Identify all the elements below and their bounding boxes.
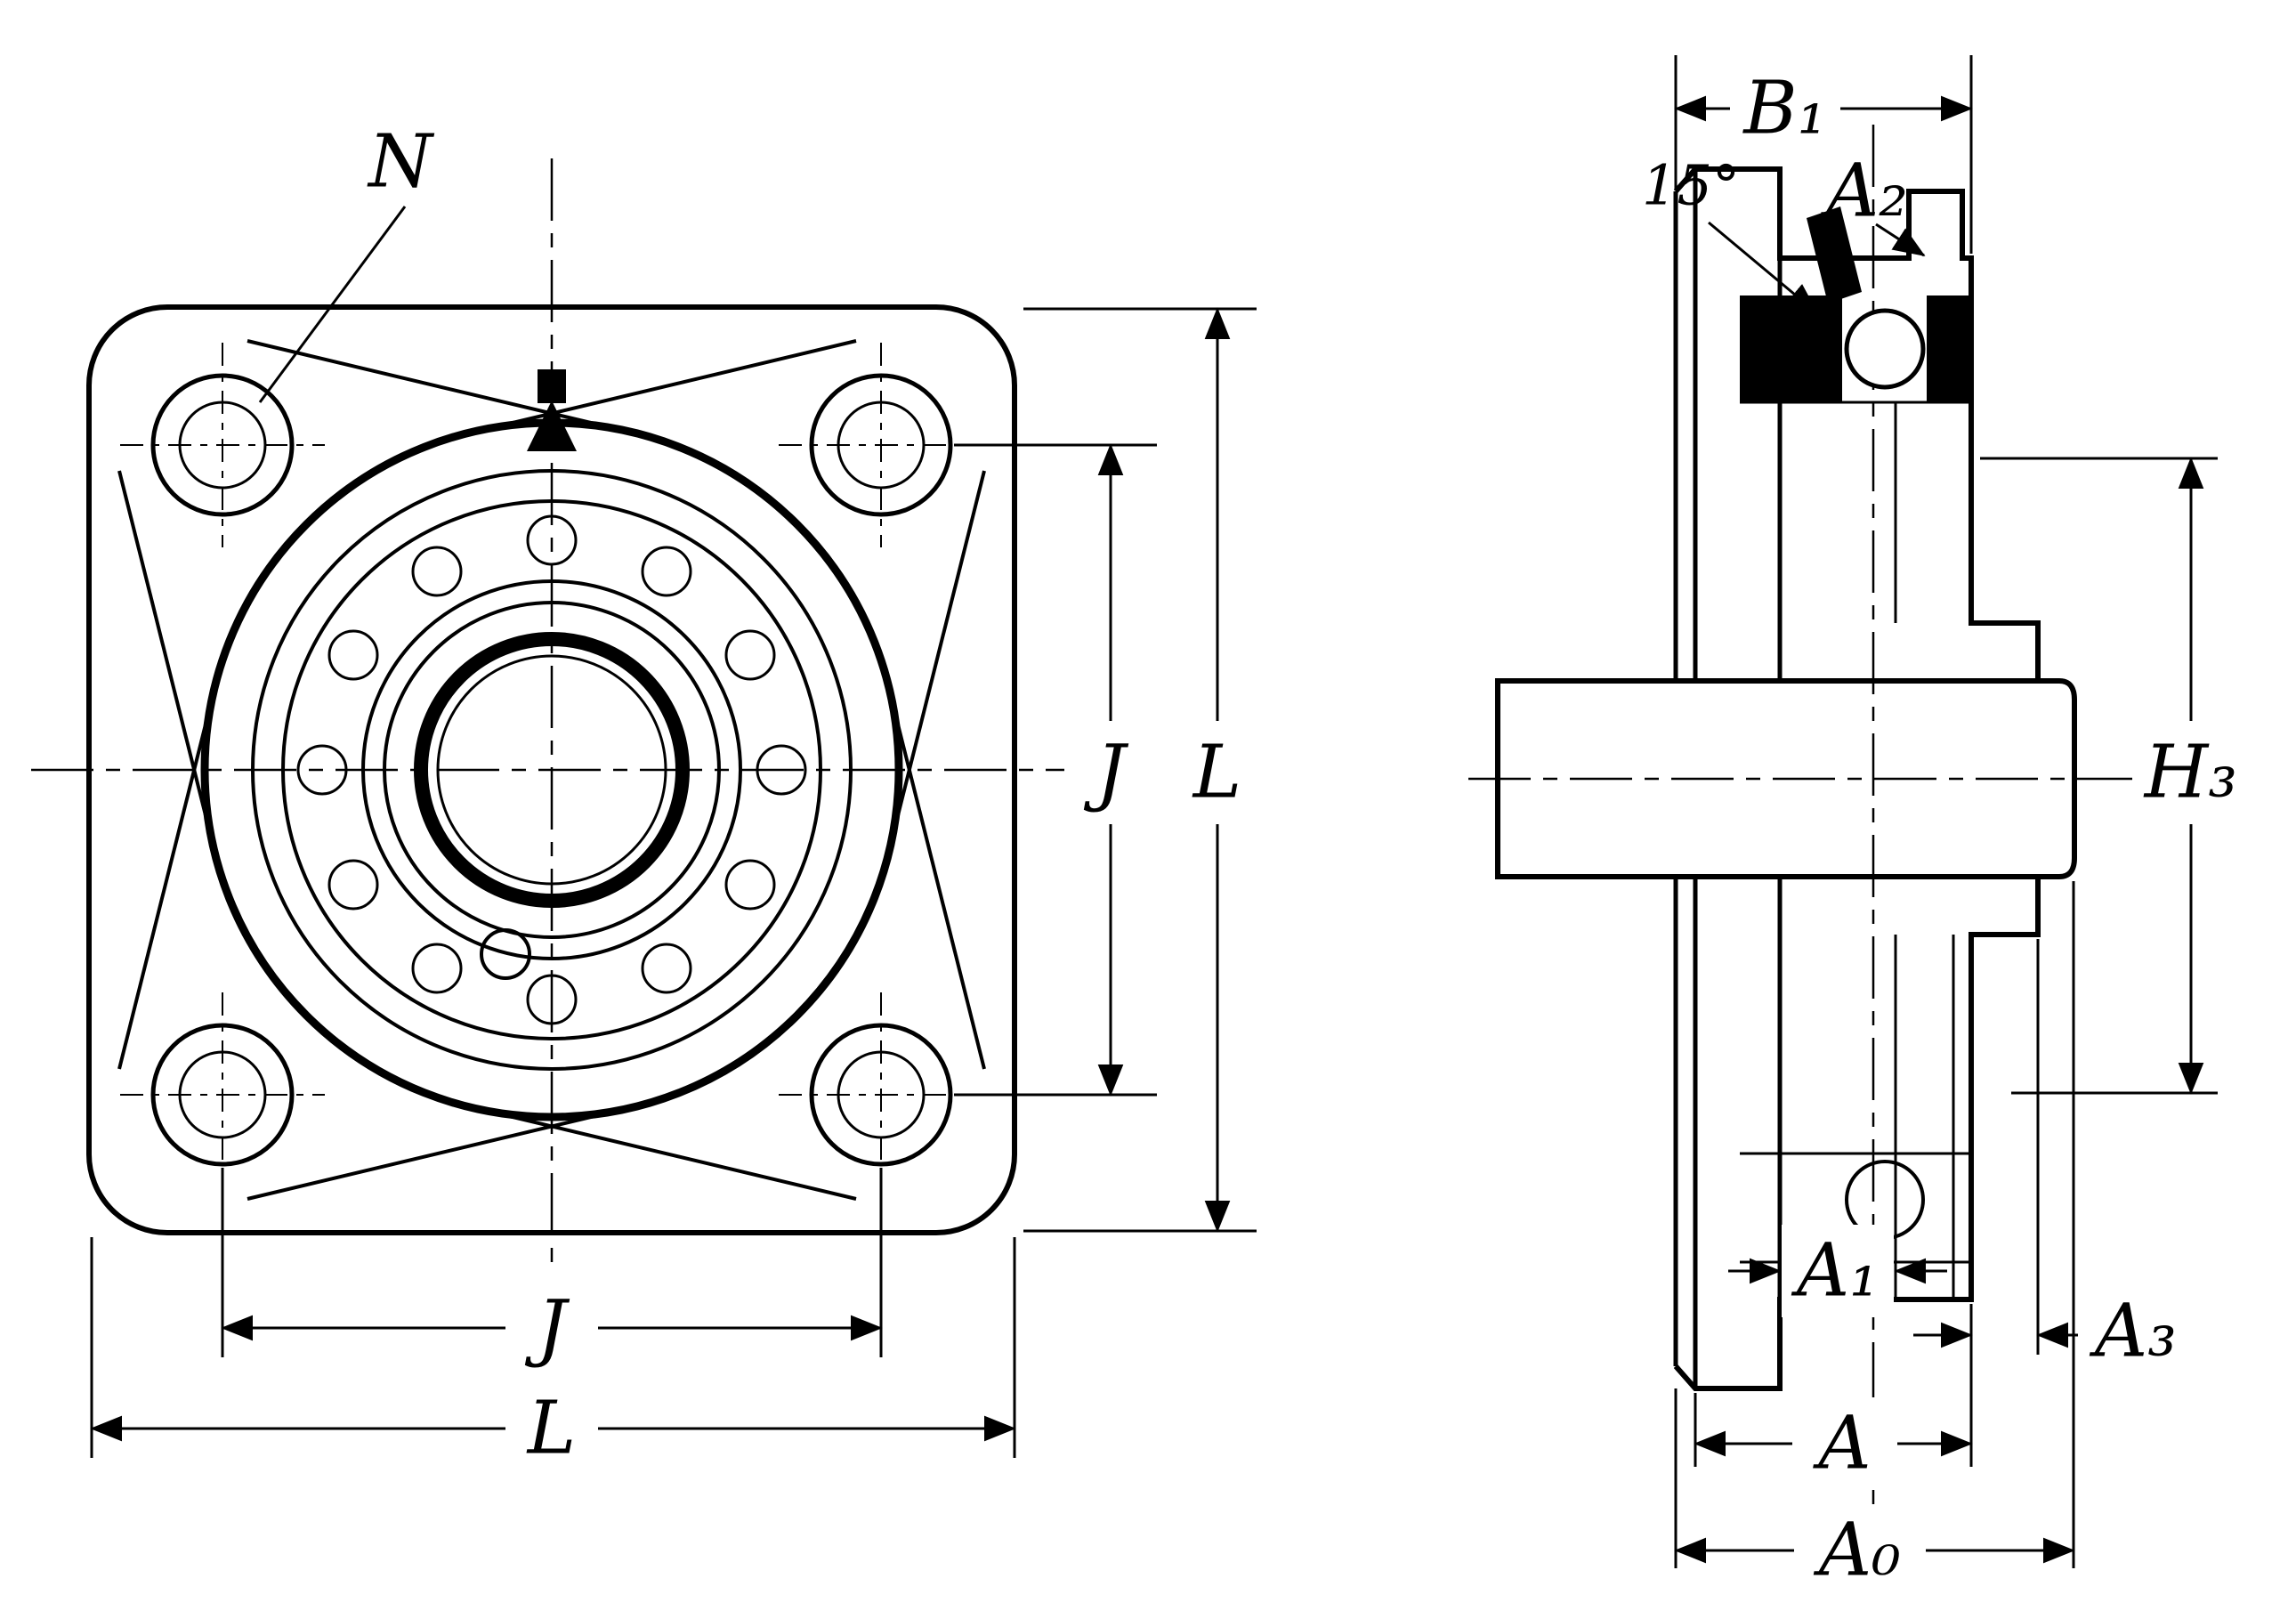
bolt-hole-bottom-left <box>120 992 325 1197</box>
flange-outline <box>86 304 1017 1235</box>
ball-ring <box>296 514 807 1025</box>
label-a3: A₃ <box>2089 1290 2177 1374</box>
shaft <box>1495 678 2077 879</box>
label-l-horizontal: L <box>526 1387 576 1471</box>
label-a1: A₁ <box>1791 1229 1879 1314</box>
label-b1: B₁ <box>1742 67 1826 151</box>
front-view-dimensions: N J L J L <box>90 120 1264 1478</box>
set-screw-circle <box>480 928 531 980</box>
corner-web-lines <box>117 339 986 1201</box>
n-leader-line <box>258 206 407 403</box>
label-n: N <box>367 120 435 205</box>
label-h3: H₃ <box>2143 731 2237 815</box>
label-l-vertical: L <box>1192 731 1241 815</box>
bolt-hole-bottom-right <box>779 992 983 1197</box>
label-a: A <box>1812 1402 1871 1486</box>
ball-upper <box>1844 308 1926 390</box>
grease-fitting-icon <box>527 369 577 451</box>
angle-leader-line <box>1708 221 1819 315</box>
side-view-dimensions: B₁ 15° A₂ H₃ A₁ A₃ A A₀ <box>1642 55 2250 1597</box>
bolt-hole-top-left <box>120 343 325 547</box>
label-a0: A₀ <box>1813 1509 1901 1593</box>
bolt-hole-top-right <box>779 343 983 547</box>
bearing-section-fill <box>1740 206 1971 402</box>
label-a2: A₂ <box>1820 150 1908 234</box>
a2-leader-line <box>1875 223 1926 257</box>
housing-upper-outline <box>1673 166 2041 681</box>
side-view <box>1468 125 2167 1513</box>
label-angle: 15° <box>1642 153 1740 218</box>
front-view <box>31 158 1081 1275</box>
